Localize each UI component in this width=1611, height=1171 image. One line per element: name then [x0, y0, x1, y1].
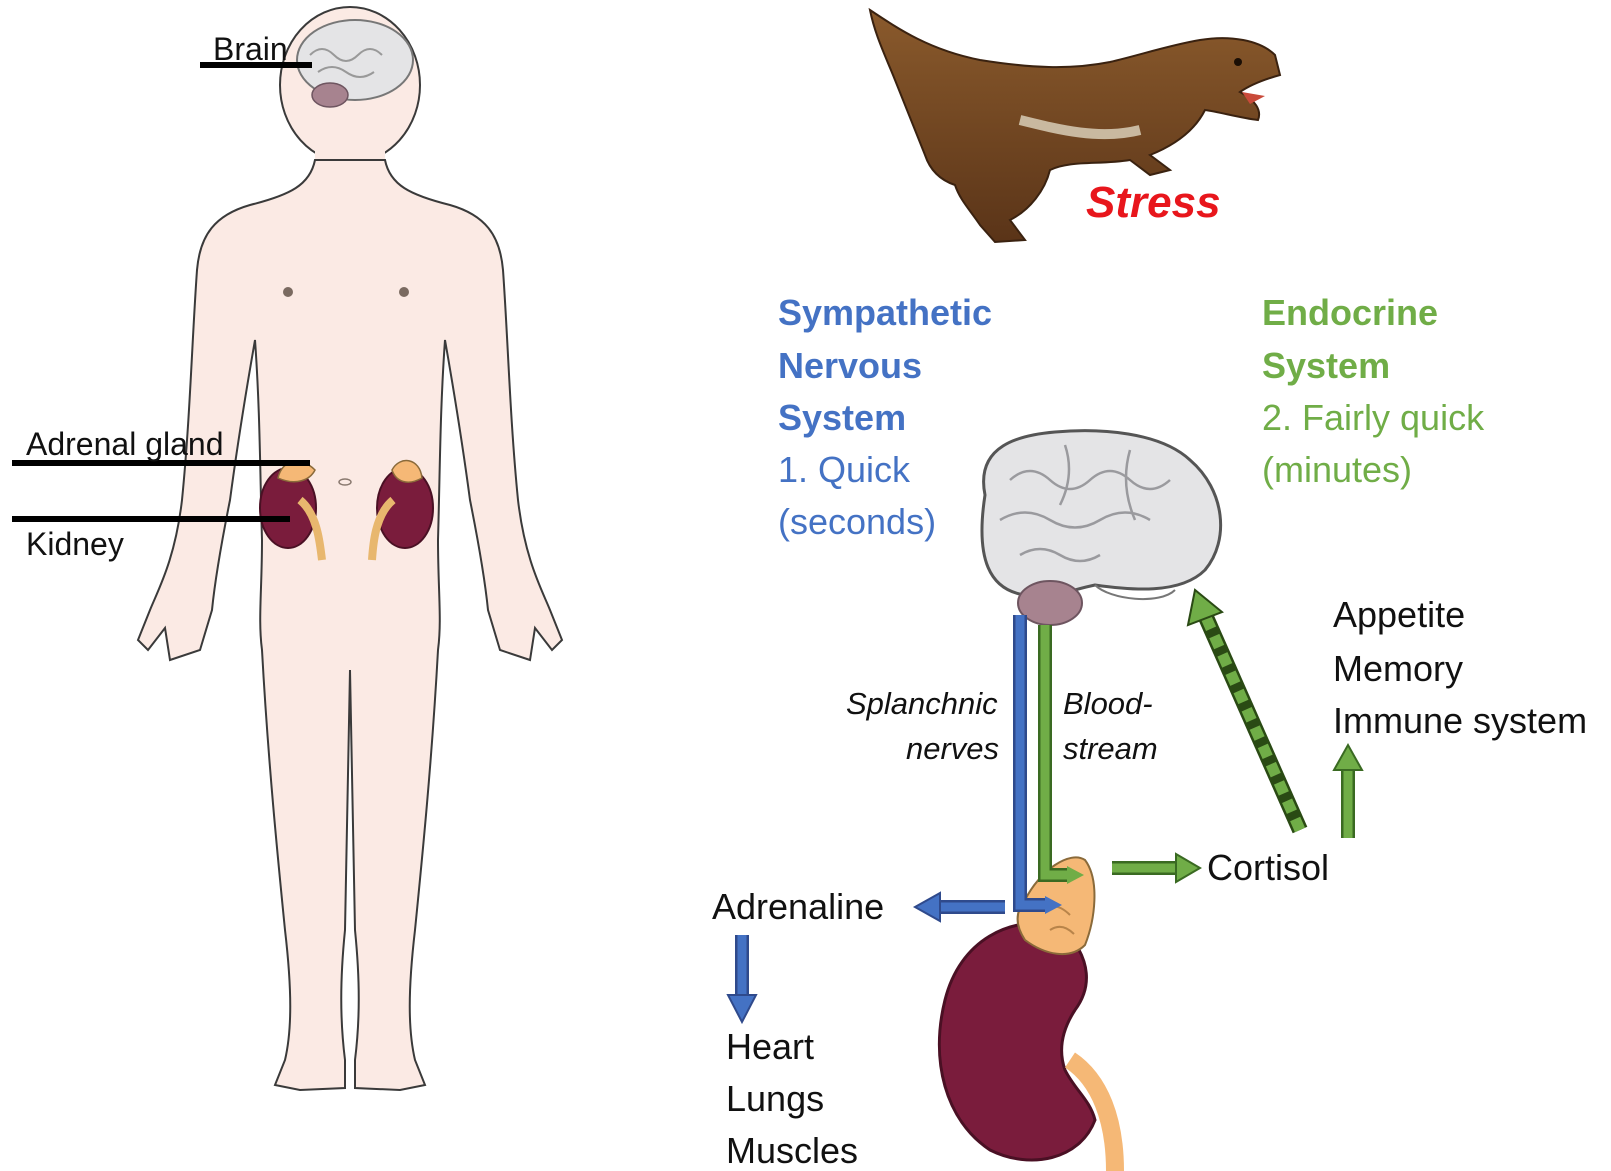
- cortisol-target-memory: Memory: [1333, 651, 1463, 687]
- brain-icon: [982, 431, 1221, 625]
- adrenal-gland-label: Adrenal gland: [26, 428, 223, 460]
- endocrine-heading-line1: Endocrine: [1262, 295, 1438, 331]
- endocrine-speed-line2: (minutes): [1262, 452, 1412, 488]
- cortisol-target-appetite: Appetite: [1333, 597, 1465, 633]
- brain-label: Brain: [213, 33, 288, 65]
- sympathetic-heading-line1: Sympathetic: [778, 295, 992, 331]
- adrenaline-arrow: [915, 893, 1005, 921]
- cortisol-target-immune: Immune system: [1333, 703, 1587, 739]
- feedback-arrow: [1188, 590, 1300, 830]
- human-body-icon: [138, 7, 562, 1090]
- endocrine-heading-line2: System: [1262, 348, 1390, 384]
- sympathetic-heading-line2: Nervous: [778, 348, 922, 384]
- adrenaline-down-arrow: [728, 935, 756, 1022]
- cortisol-arrow: [1112, 854, 1200, 882]
- bloodstream-label-line1: Blood-: [1063, 688, 1153, 719]
- cortisol-up-arrow: [1334, 745, 1362, 838]
- splanchnic-label-line2: nerves: [906, 733, 999, 764]
- adrenaline-label: Adrenaline: [712, 889, 884, 925]
- sympathetic-heading-line3: System: [778, 400, 906, 436]
- stress-label: Stress: [1086, 181, 1221, 225]
- endocrine-speed-line1: 2. Fairly quick: [1262, 400, 1484, 436]
- splanchnic-label-line1: Splanchnic: [846, 688, 998, 719]
- adrenaline-target-lungs: Lungs: [726, 1081, 824, 1117]
- bloodstream-label-line2: stream: [1063, 733, 1158, 764]
- kidney-icon: [939, 923, 1115, 1171]
- adrenaline-target-muscles: Muscles: [726, 1133, 858, 1169]
- cortisol-label: Cortisol: [1207, 850, 1329, 886]
- sympathetic-speed-line1: 1. Quick: [778, 452, 910, 488]
- sympathetic-speed-line2: (seconds): [778, 504, 936, 540]
- adrenaline-target-heart: Heart: [726, 1029, 814, 1065]
- kidney-label: Kidney: [26, 528, 124, 560]
